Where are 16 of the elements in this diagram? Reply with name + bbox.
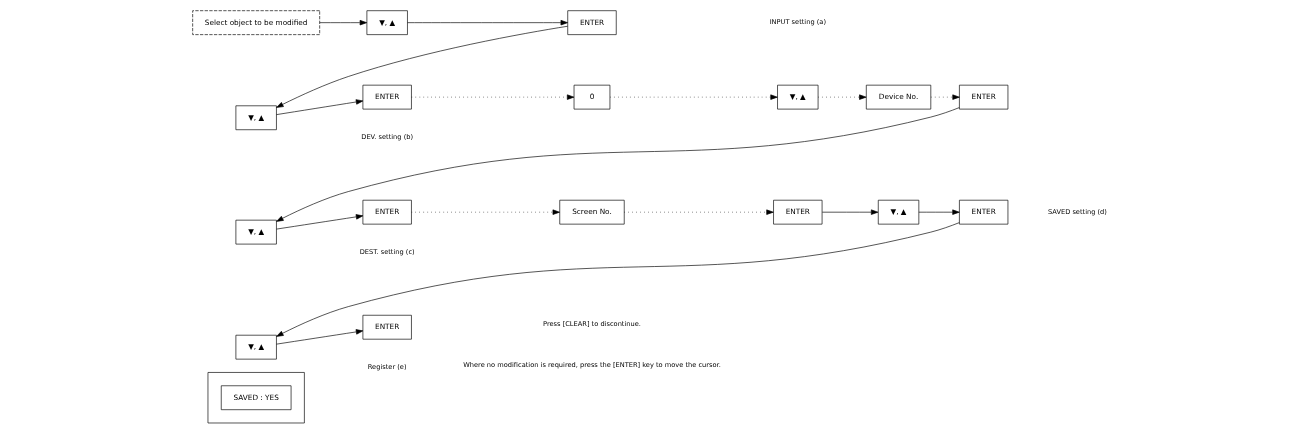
- arrow: [275, 99, 363, 115]
- arrow: [275, 107, 960, 222]
- arrow: [623, 209, 774, 215]
- arrow: [410, 94, 574, 100]
- arrow: [821, 209, 878, 215]
- arrow: [930, 94, 960, 100]
- arrow: [918, 209, 960, 215]
- arrow: [318, 20, 367, 26]
- arrow: [275, 25, 568, 108]
- arrow: [609, 94, 778, 100]
- arrow: [817, 94, 866, 100]
- cluster: [207, 372, 305, 424]
- arrow: [406, 20, 568, 26]
- arrow: [275, 222, 960, 337]
- arrow: [275, 214, 363, 230]
- arrow: [275, 329, 363, 345]
